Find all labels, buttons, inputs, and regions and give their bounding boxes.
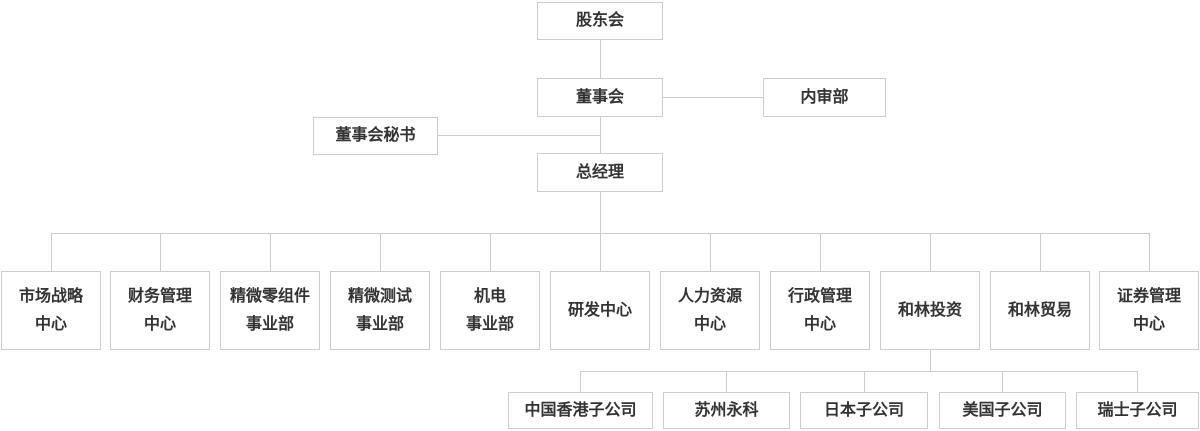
org-node-label: 总经理 [575,163,624,181]
connector-line [930,233,931,271]
connector-line [580,371,1138,372]
org-node-label: 中心 [803,315,836,333]
org-node-label: 中心 [34,315,67,333]
connector-line [1137,371,1138,392]
org-node-label: 机电 [473,287,506,305]
org-node-usa-subsidiary: 美国子公司 [939,392,1066,429]
org-node-label: 市场战略 [18,287,83,305]
org-node-switzerland-subsidiary: 瑞士子公司 [1076,392,1199,429]
org-node-rd-center: 研发中心 [550,271,650,350]
connector-line [600,192,601,233]
org-node-label: 中国香港子公司 [524,401,637,419]
org-node-label: 研发中心 [567,301,632,319]
connector-line [864,371,865,392]
org-node-label: 中心 [1132,315,1165,333]
connector-line [930,350,931,371]
org-node-label: 事业部 [465,315,514,333]
org-node-precision-micro-testing-division: 精微测试 事业部 [330,271,430,350]
connector-line [710,233,711,271]
org-node-label: 中心 [143,315,176,333]
org-node-label: 财务管理 [127,287,192,305]
org-node-label: 美国子公司 [962,401,1043,419]
org-node-japan-subsidiary: 日本子公司 [800,392,928,429]
connector-line [438,135,601,136]
org-node-label: 董事会 [575,88,624,106]
org-node-label: 事业部 [245,315,294,333]
connector-line [490,233,491,271]
connector-line [1149,233,1150,271]
org-node-general-manager: 总经理 [537,153,663,192]
org-node-administrative-management-center: 行政管理 中心 [770,271,870,350]
connector-line [726,371,727,392]
org-node-electromechanical-division: 机电 事业部 [440,271,540,350]
connector-line [580,371,581,392]
org-node-precision-micro-components-division: 精微零组件 事业部 [220,271,320,350]
org-node-label: 日本子公司 [823,401,904,419]
connector-line [380,233,381,271]
org-node-securities-management-center: 证券管理 中心 [1099,271,1199,350]
connector-line [160,233,161,271]
connector-line [820,233,821,271]
org-node-label: 和林贸易 [1007,301,1072,319]
org-node-label: 事业部 [355,315,404,333]
org-node-market-strategy-center: 市场战略 中心 [1,271,101,350]
org-node-label: 证券管理 [1116,287,1181,305]
connector-line [1002,371,1003,392]
org-node-label: 中心 [693,315,726,333]
org-node-human-resources-center: 人力资源 中心 [660,271,760,350]
org-node-label: 精微测试 [347,287,412,305]
org-node-shareholders-meeting: 股东会 [537,2,663,40]
org-node-suzhou-yongke: 苏州永科 [663,392,790,429]
org-node-board-of-directors: 董事会 [537,78,663,117]
org-node-helin-investment: 和林投资 [880,271,980,350]
connector-line [1040,233,1041,271]
org-node-label: 内审部 [800,88,849,106]
connector-line [51,233,52,271]
connector-line [270,233,271,271]
connector-line [600,116,601,153]
org-node-internal-audit-dept: 内审部 [763,78,886,117]
org-node-label: 瑞士子公司 [1097,401,1178,419]
org-node-label: 董事会秘书 [335,127,416,144]
org-node-financial-management-center: 财务管理 中心 [110,271,210,350]
org-node-label: 苏州永科 [694,401,759,419]
connector-line [600,233,601,271]
org-node-china-hongkong-subsidiary: 中国香港子公司 [508,392,653,429]
org-node-label: 人力资源 [677,287,742,305]
org-node-label: 行政管理 [787,287,852,305]
org-node-board-secretary: 董事会秘书 [313,117,438,155]
org-node-label: 股东会 [575,12,624,29]
connector-line [600,40,601,78]
org-node-helin-trading: 和林贸易 [990,271,1090,350]
connector-line [663,97,763,98]
org-node-label: 和林投资 [897,301,962,319]
org-node-label: 精微零组件 [229,287,310,305]
